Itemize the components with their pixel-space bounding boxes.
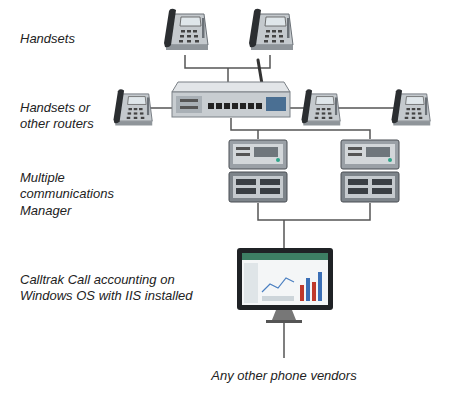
router-port bbox=[248, 103, 254, 109]
router-port bbox=[224, 103, 230, 109]
screen-bar bbox=[318, 272, 322, 301]
screen-bar bbox=[312, 282, 316, 301]
wire bbox=[283, 323, 285, 358]
tier-label: Multiple communications Manager bbox=[20, 170, 132, 219]
router-slot bbox=[180, 106, 198, 109]
router-front bbox=[172, 92, 290, 117]
router-panel bbox=[176, 96, 202, 113]
server-icon bbox=[229, 140, 287, 202]
phone-icon bbox=[164, 9, 208, 50]
server-icon bbox=[341, 140, 399, 202]
wires bbox=[150, 55, 400, 358]
router-port bbox=[216, 103, 222, 109]
wire bbox=[150, 107, 172, 109]
router-module bbox=[266, 97, 286, 111]
screen-header bbox=[242, 253, 328, 260]
monitor-base bbox=[266, 320, 302, 323]
screen-table bbox=[262, 296, 294, 301]
wire bbox=[258, 203, 370, 220]
phone-icon bbox=[249, 9, 293, 50]
phone-icon bbox=[302, 89, 341, 125]
router-antenna bbox=[258, 60, 262, 84]
screen-bar bbox=[300, 285, 304, 301]
monitor-icon bbox=[237, 248, 333, 323]
monitor-stand bbox=[272, 310, 296, 320]
router-port bbox=[256, 103, 262, 109]
tier-label: Handsets bbox=[20, 31, 140, 47]
footer-label: Any other phone vendors bbox=[184, 368, 384, 384]
tier-label: Handsets or other routers bbox=[20, 100, 108, 133]
router-port bbox=[232, 103, 238, 109]
router-port bbox=[208, 103, 214, 109]
phone-icon bbox=[392, 89, 431, 125]
phone-icon bbox=[114, 89, 153, 125]
router-icon bbox=[172, 60, 290, 117]
wire bbox=[231, 118, 370, 139]
screen-sidebar bbox=[244, 263, 258, 303]
monitor-frame bbox=[237, 248, 333, 310]
screen-bar bbox=[306, 278, 310, 301]
wire bbox=[257, 130, 259, 139]
router-port bbox=[240, 103, 246, 109]
tier-label: Calltrak Call accounting on Windows OS w… bbox=[20, 272, 225, 305]
screen-line-chart bbox=[262, 278, 294, 292]
wire bbox=[283, 220, 285, 248]
router-top bbox=[172, 82, 290, 92]
monitor-screen bbox=[242, 253, 328, 305]
router-slot bbox=[180, 99, 198, 102]
